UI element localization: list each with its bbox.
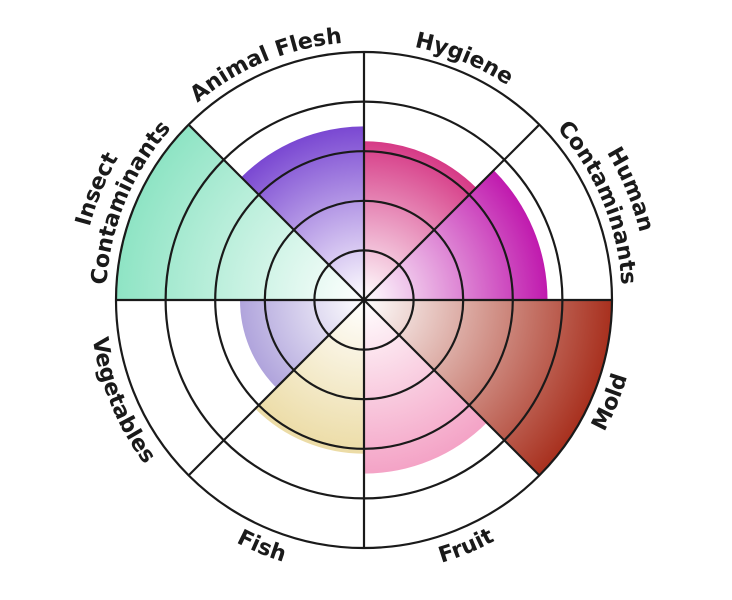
grid-spoke: [187, 299, 365, 477]
grid: [114, 50, 614, 550]
grid-spoke: [363, 123, 541, 301]
category-label: Animal Flesh: [186, 24, 344, 108]
sector-vegetables: [240, 300, 364, 388]
category-label: Hygiene: [413, 28, 518, 90]
grid-spoke: [363, 299, 541, 477]
category-label: Fruit: [436, 524, 499, 569]
sector-mold: [364, 300, 612, 476]
category-label: Vegetables: [87, 335, 161, 468]
grid-spoke: [187, 123, 365, 301]
sector-human-contaminants: [364, 170, 548, 300]
sector-insect-contaminants: [116, 124, 364, 301]
category-label: Fish: [233, 525, 289, 567]
sector-fish: [255, 300, 364, 454]
sector-animal-flesh: [241, 126, 364, 300]
sector-fruit: [364, 300, 487, 474]
sectors: [116, 124, 612, 476]
